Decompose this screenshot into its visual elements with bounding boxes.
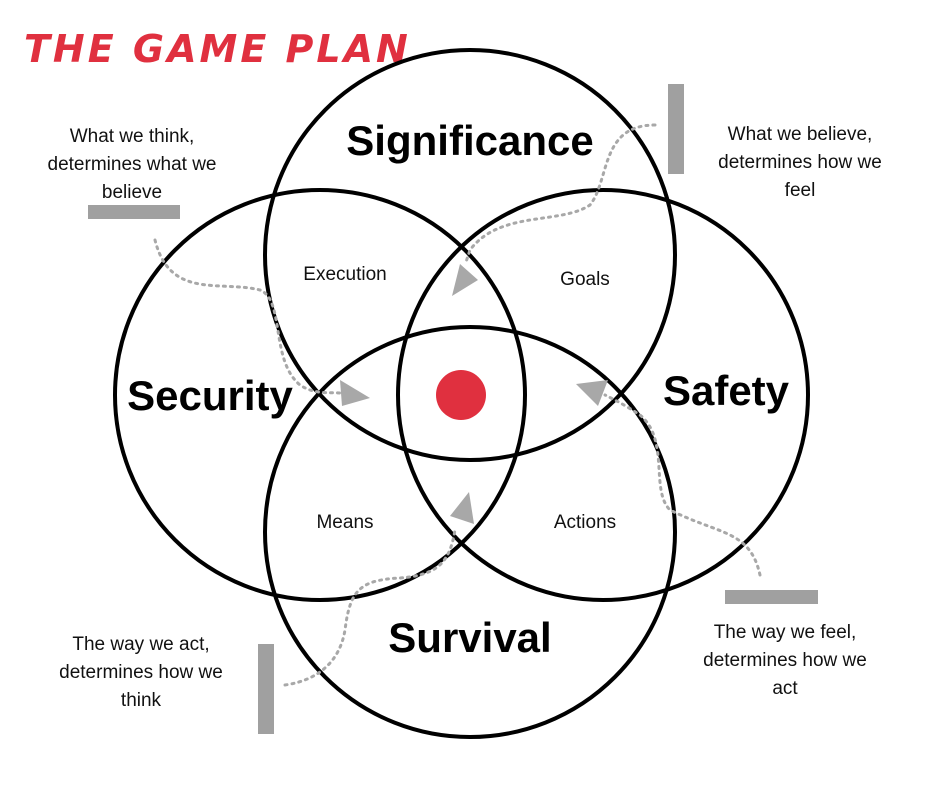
arrow-path-feel-to-act <box>603 393 762 577</box>
label-survival: Survival <box>388 614 551 661</box>
center-red-dot <box>436 370 486 420</box>
marker-bar-top-right <box>668 84 684 174</box>
note-bottom-right: The way we feel, determines how we act <box>703 622 867 699</box>
note-line: think <box>121 690 162 711</box>
circle-survival <box>263 325 677 739</box>
label-safety: Safety <box>663 367 790 414</box>
note-top-right: What we believe, determines how we feel <box>718 124 882 201</box>
note-line: determines how we <box>703 650 867 671</box>
note-line: What we believe, <box>728 124 873 145</box>
note-bottom-left: The way we act, determines how we think <box>59 634 223 711</box>
note-line: determines how we <box>59 662 223 683</box>
note-line: determines what we <box>48 154 217 175</box>
label-goals: Goals <box>560 269 610 290</box>
note-line: What we think, <box>70 126 195 147</box>
note-line: believe <box>102 182 162 203</box>
marker-bar-bottom-right <box>725 590 818 604</box>
circle-safety <box>396 188 810 602</box>
marker-bar-top-left <box>88 205 180 219</box>
label-security: Security <box>127 372 293 419</box>
label-execution: Execution <box>303 264 386 285</box>
note-line: The way we act, <box>72 634 209 655</box>
arrow-head-icon <box>452 264 478 296</box>
note-line: act <box>772 678 798 699</box>
arrow-path-act-to-think <box>283 528 457 687</box>
circle-significance <box>263 48 677 462</box>
label-means: Means <box>316 512 373 533</box>
note-line: The way we feel, <box>714 622 857 643</box>
title: THE GAME PLAN <box>24 27 411 71</box>
arrow-path-think-to-believe <box>153 238 342 395</box>
arrow-head-icon <box>340 380 370 406</box>
note-line: feel <box>785 180 816 201</box>
label-significance: Significance <box>346 117 593 164</box>
arrow-head-icon <box>576 380 608 406</box>
arrow-head-icon <box>450 492 474 524</box>
note-line: determines how we <box>718 152 882 173</box>
label-actions: Actions <box>554 512 616 533</box>
arrow-path-believe-to-feel <box>464 123 657 264</box>
note-top-left: What we think, determines what we believ… <box>48 126 217 203</box>
marker-bar-bottom-left <box>258 644 274 734</box>
circle-security <box>113 188 527 602</box>
